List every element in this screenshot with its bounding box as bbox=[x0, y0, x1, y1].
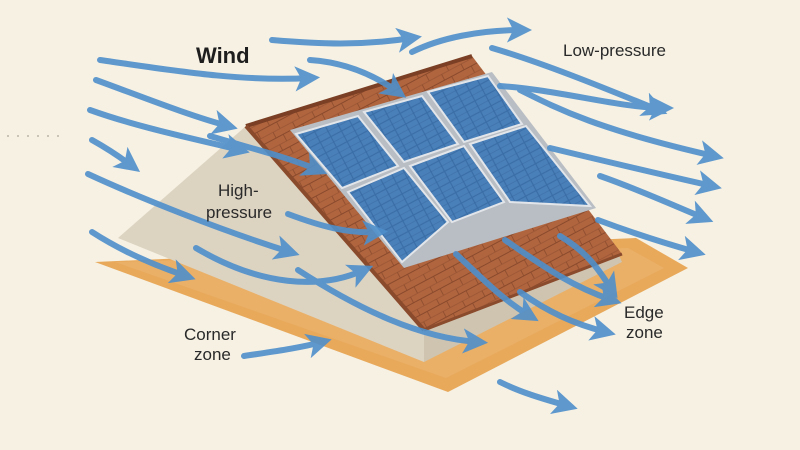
edge-zone-label-line2: zone bbox=[626, 323, 663, 342]
solar-panel-array bbox=[290, 72, 596, 268]
wind-arrow bbox=[295, 267, 489, 354]
wind-arrow bbox=[241, 333, 332, 359]
wind-arrow bbox=[207, 133, 328, 176]
wind-arrow bbox=[89, 229, 196, 284]
edge-zone-label-line1: Edge bbox=[624, 303, 664, 322]
corner-zone-label-line2: zone bbox=[194, 345, 231, 364]
wind-arrow bbox=[595, 217, 706, 261]
solar-panel-5 bbox=[408, 144, 506, 224]
high-pressure-label-line2: pressure bbox=[206, 203, 272, 222]
high-pressure-label-line1: High- bbox=[218, 181, 259, 200]
wind-arrow bbox=[502, 237, 622, 308]
wind-arrow bbox=[89, 137, 141, 173]
wind-arrow bbox=[97, 57, 321, 92]
wind-arrow bbox=[93, 77, 238, 135]
dotted-marks bbox=[7, 135, 59, 137]
wind-arrow bbox=[285, 211, 389, 246]
low-pressure-label: Low-pressure bbox=[563, 41, 666, 60]
wind-arrow bbox=[307, 57, 407, 98]
wind-arrow bbox=[193, 245, 374, 288]
corner-zone-label-line1: Corner bbox=[184, 325, 236, 344]
wind-arrow bbox=[87, 107, 250, 159]
solar-panel-2 bbox=[362, 94, 460, 164]
wind-label: Wind bbox=[196, 43, 250, 68]
wind-arrow bbox=[547, 145, 722, 195]
wind-arrow bbox=[517, 289, 616, 341]
wind-arrow bbox=[517, 87, 724, 165]
wind-arrow bbox=[497, 379, 578, 414]
wind-arrow bbox=[597, 173, 714, 224]
solar-panel-6 bbox=[468, 124, 593, 208]
solar-panel-3 bbox=[426, 74, 524, 144]
wind-arrows bbox=[85, 17, 724, 414]
wind-arrow bbox=[409, 17, 533, 55]
wind-arrow bbox=[269, 27, 422, 53]
wind-arrow bbox=[85, 171, 300, 260]
wind-arrow bbox=[453, 251, 539, 322]
wind-arrow bbox=[489, 45, 668, 116]
roof-ridge bbox=[245, 54, 473, 128]
